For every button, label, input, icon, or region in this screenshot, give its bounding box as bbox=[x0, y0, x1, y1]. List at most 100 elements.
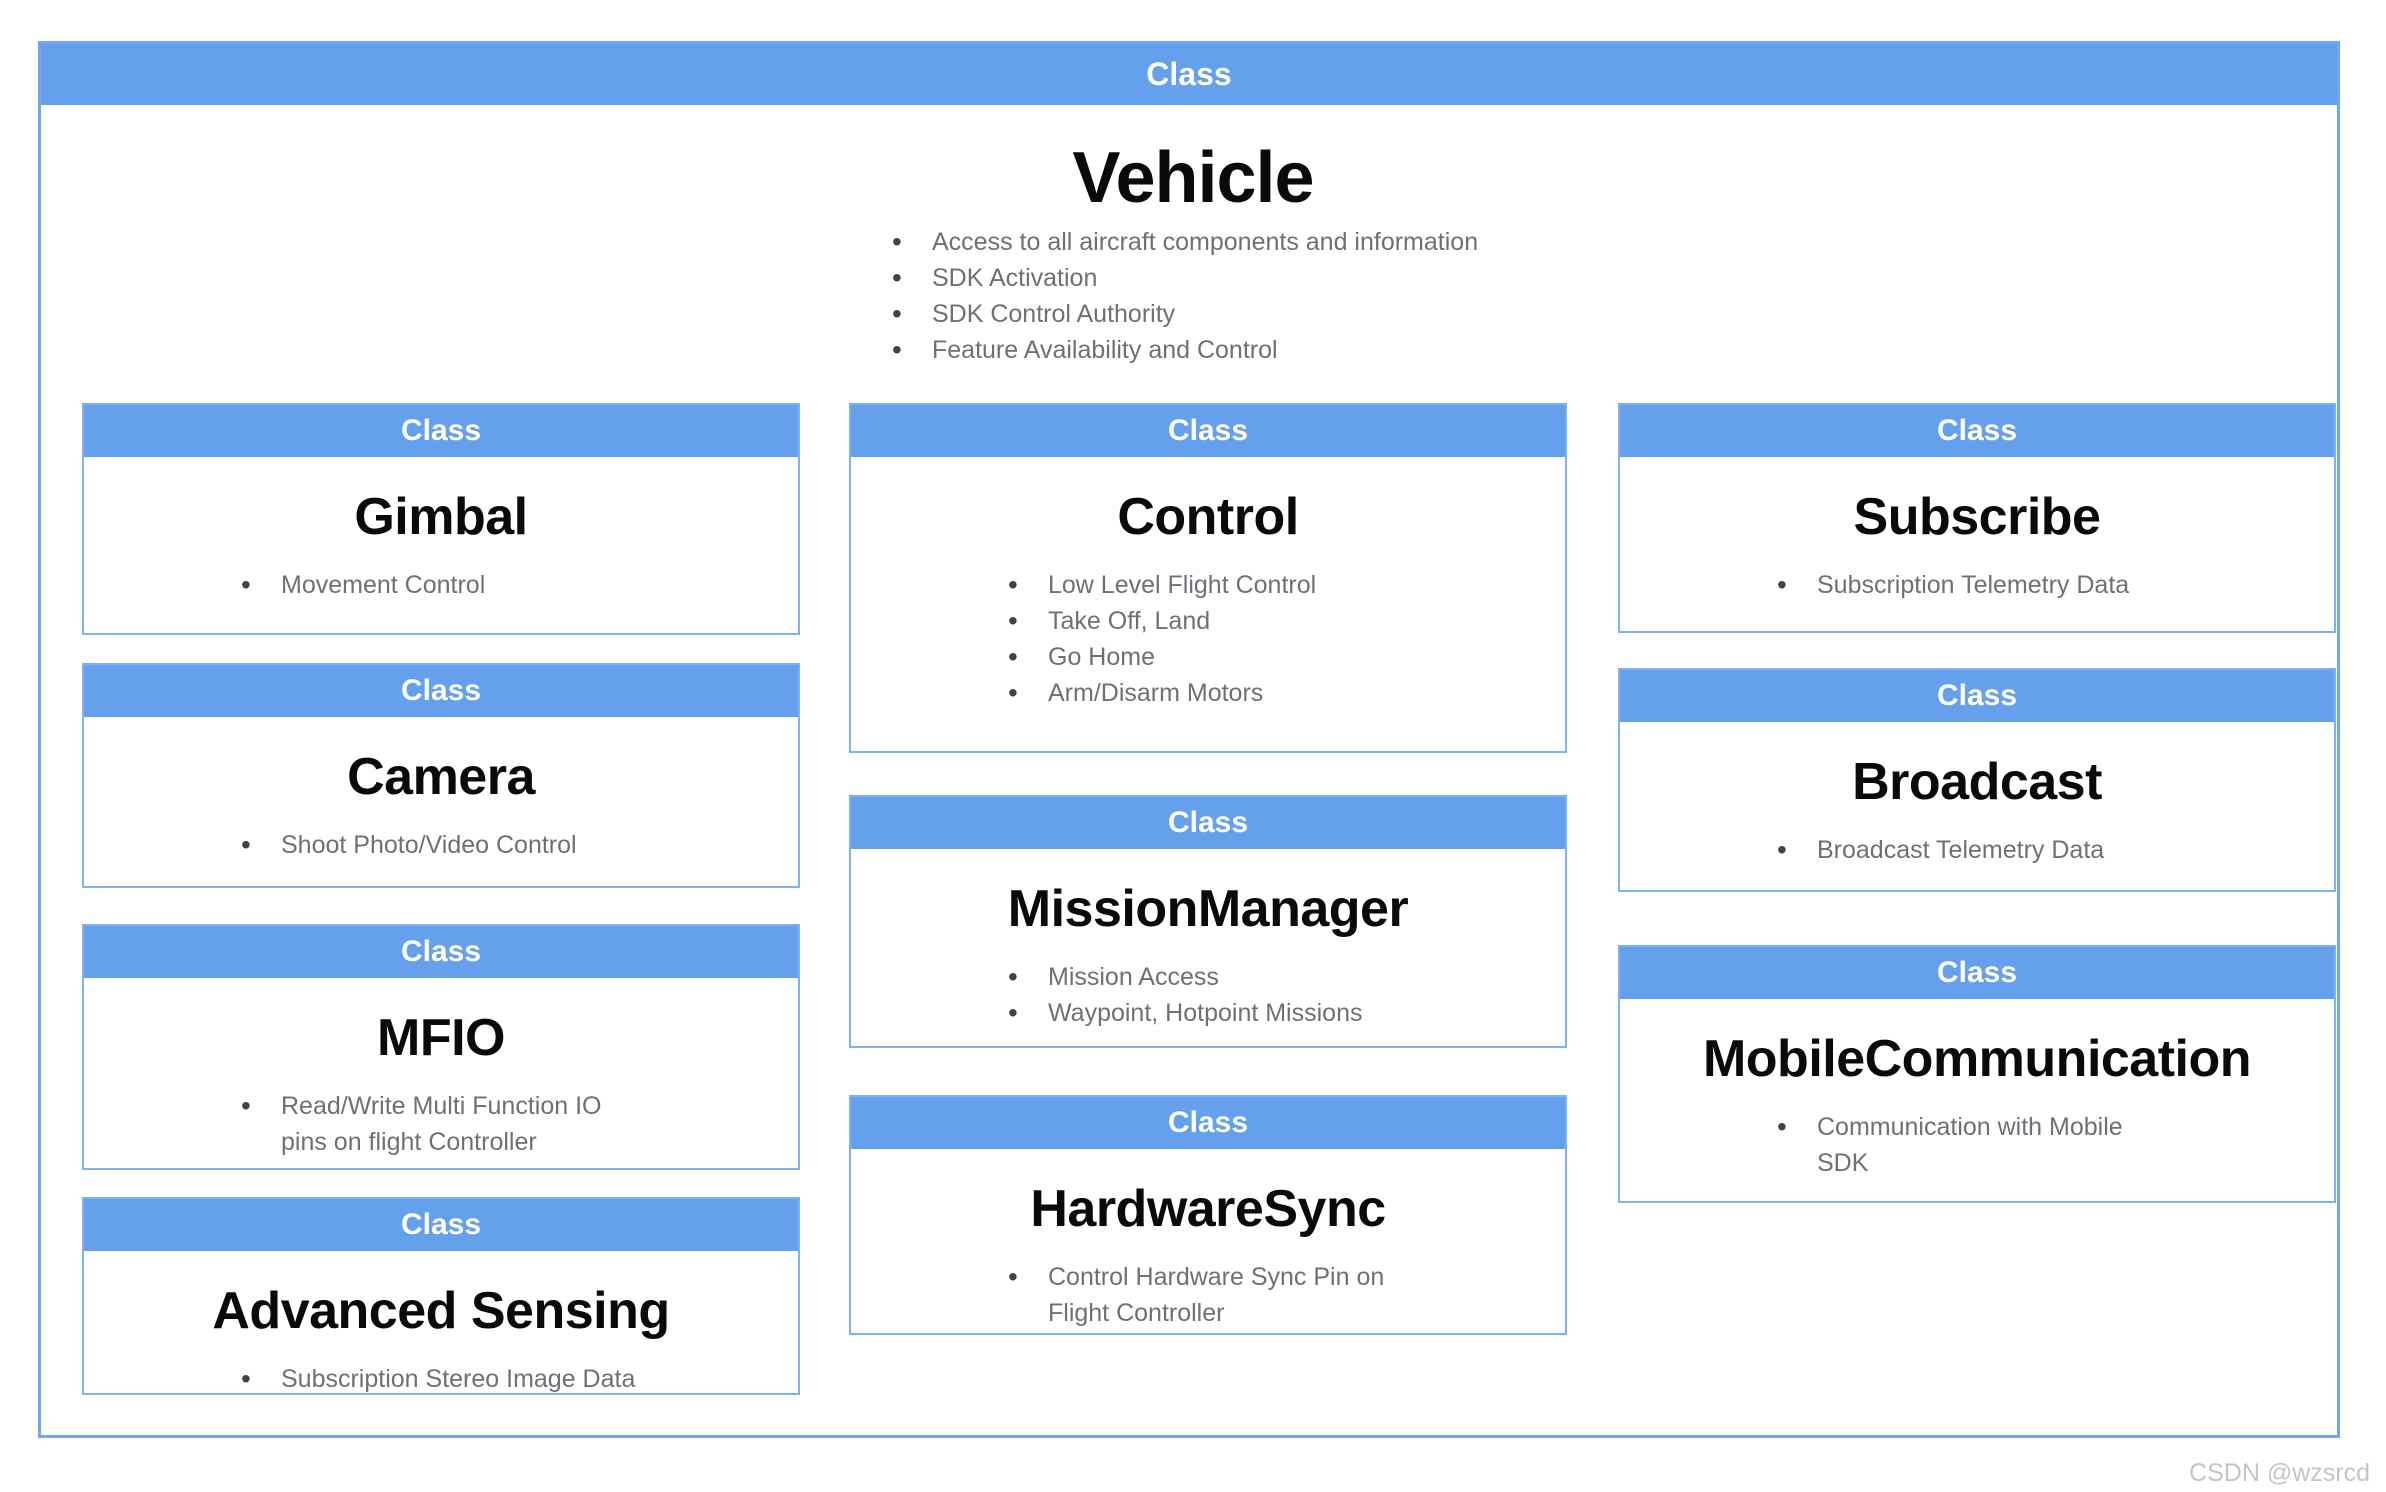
subscribe-class-body: Subscribe Subscription Telemetry Data bbox=[1620, 457, 2334, 603]
mobile-communication-class-box: Class MobileCommunication Communication … bbox=[1618, 945, 2336, 1203]
broadcast-class-box: Class Broadcast Broadcast Telemetry Data bbox=[1618, 668, 2336, 892]
bullet-dot bbox=[239, 567, 281, 603]
subscribe-class-box: Class Subscribe Subscription Telemetry D… bbox=[1618, 403, 2336, 633]
hardware-sync-class-box: Class HardwareSync Control Hardware Sync… bbox=[849, 1095, 1567, 1335]
mfio-class-header: Class bbox=[84, 926, 798, 978]
mission-manager-class-body: MissionManager Mission Access Waypoint, … bbox=[851, 849, 1565, 1031]
gimbal-bullet-list: Movement Control bbox=[239, 567, 798, 603]
bullet-item: Subscription Stereo Image Data bbox=[239, 1361, 798, 1397]
bullet-dot bbox=[1006, 675, 1048, 711]
bullet-dot bbox=[890, 260, 932, 296]
hardware-sync-bullet-list: Control Hardware Sync Pin on Flight Cont… bbox=[1006, 1259, 1565, 1331]
bullet-dot bbox=[890, 224, 932, 260]
bullet-dot bbox=[239, 1088, 281, 1124]
mobile-communication-bullet-list: Communication with Mobile SDK bbox=[1775, 1109, 2334, 1181]
bullet-item: Arm/Disarm Motors bbox=[1006, 675, 1565, 711]
bullet-item: Mission Access bbox=[1006, 959, 1565, 995]
bullet-text: Broadcast Telemetry Data bbox=[1817, 836, 2105, 864]
bullet-item: Take Off, Land bbox=[1006, 603, 1565, 639]
bullet-dot bbox=[1006, 603, 1048, 639]
bullet-text: Mission Access bbox=[1048, 963, 1219, 991]
class-header-label: Class bbox=[1167, 414, 1249, 447]
bullet-dot bbox=[1775, 832, 1817, 868]
bullet-text: SDK Control Authority bbox=[932, 300, 1176, 328]
gimbal-class-header: Class bbox=[84, 405, 798, 457]
mfio-bullet-list: Read/Write Multi Function IO pins on fli… bbox=[239, 1088, 798, 1160]
camera-class-body: Camera Shoot Photo/Video Control bbox=[84, 717, 798, 863]
bullet-text: Low Level Flight Control bbox=[1048, 571, 1317, 599]
advanced-sensing-bullet-list: Subscription Stereo Image Data bbox=[239, 1361, 798, 1397]
mfio-title: MFIO bbox=[377, 1009, 505, 1067]
bullet-item: Broadcast Telemetry Data bbox=[1775, 832, 2334, 868]
bullet-dot bbox=[239, 827, 281, 863]
bullet-item: Read/Write Multi Function IO pins on fli… bbox=[239, 1088, 798, 1160]
bullet-text: Subscription Stereo Image Data bbox=[281, 1365, 636, 1393]
bullet-text: Communication with Mobile SDK bbox=[1817, 1113, 2123, 1177]
control-class-box: Class Control Low Level Flight Control T… bbox=[849, 403, 1567, 753]
class-header-label: Class bbox=[1936, 414, 2018, 447]
control-class-header: Class bbox=[851, 405, 1565, 457]
vehicle-title: Vehicle bbox=[1072, 138, 1314, 218]
hardware-sync-class-header: Class bbox=[851, 1097, 1565, 1149]
camera-title: Camera bbox=[347, 748, 535, 806]
bullet-item: Movement Control bbox=[239, 567, 798, 603]
camera-class-box: Class Camera Shoot Photo/Video Control bbox=[82, 663, 800, 888]
class-header-label: Class bbox=[1936, 956, 2018, 989]
vehicle-class-header: Class bbox=[41, 44, 2337, 105]
class-header-label: Class bbox=[400, 414, 482, 447]
class-header-label: Class bbox=[1167, 1106, 1249, 1139]
bullet-item: Control Hardware Sync Pin on Flight Cont… bbox=[1006, 1259, 1565, 1331]
bullet-dot bbox=[1006, 639, 1048, 675]
bullet-text: Shoot Photo/Video Control bbox=[281, 831, 577, 859]
bullet-dot bbox=[1006, 995, 1048, 1031]
camera-bullet-list: Shoot Photo/Video Control bbox=[239, 827, 798, 863]
subscribe-title: Subscribe bbox=[1853, 488, 2101, 546]
broadcast-title: Broadcast bbox=[1852, 753, 2102, 811]
bullet-text: Waypoint, Hotpoint Missions bbox=[1048, 999, 1363, 1027]
bullet-dot bbox=[1775, 567, 1817, 603]
advanced-sensing-title: Advanced Sensing bbox=[212, 1282, 670, 1340]
control-class-body: Control Low Level Flight Control Take Of… bbox=[851, 457, 1565, 711]
bullet-dot bbox=[1006, 959, 1048, 995]
vehicle-bullet-list: Access to all aircraft components and in… bbox=[890, 224, 1670, 368]
bullet-text: Subscription Telemetry Data bbox=[1817, 571, 2130, 599]
bullet-item: Low Level Flight Control bbox=[1006, 567, 1565, 603]
gimbal-class-box: Class Gimbal Movement Control bbox=[82, 403, 800, 635]
control-title: Control bbox=[1117, 488, 1299, 546]
advanced-sensing-class-body: Advanced Sensing Subscription Stereo Ima… bbox=[84, 1251, 798, 1397]
bullet-text: Take Off, Land bbox=[1048, 607, 1211, 635]
camera-class-header: Class bbox=[84, 665, 798, 717]
vehicle-class-header-label: Class bbox=[1146, 56, 1232, 92]
broadcast-bullet-list: Broadcast Telemetry Data bbox=[1775, 832, 2334, 868]
bullet-text: Feature Availability and Control bbox=[932, 336, 1278, 364]
bullet-item: Subscription Telemetry Data bbox=[1775, 567, 2334, 603]
bullet-dot bbox=[1006, 567, 1048, 603]
bullet-text: Movement Control bbox=[281, 571, 486, 599]
class-header-label: Class bbox=[400, 935, 482, 968]
hardware-sync-class-body: HardwareSync Control Hardware Sync Pin o… bbox=[851, 1149, 1565, 1331]
bullet-item: Shoot Photo/Video Control bbox=[239, 827, 798, 863]
advanced-sensing-class-box: Class Advanced Sensing Subscription Ster… bbox=[82, 1197, 800, 1395]
mfio-class-box: Class MFIO Read/Write Multi Function IO … bbox=[82, 924, 800, 1170]
class-header-label: Class bbox=[1167, 806, 1249, 839]
bullet-dot bbox=[890, 296, 932, 332]
subscribe-class-header: Class bbox=[1620, 405, 2334, 457]
class-header-label: Class bbox=[400, 674, 482, 707]
bullet-text: Read/Write Multi Function IO pins on fli… bbox=[281, 1092, 602, 1156]
gimbal-title: Gimbal bbox=[354, 488, 528, 546]
bullet-item: Access to all aircraft components and in… bbox=[890, 224, 1670, 260]
advanced-sensing-class-header: Class bbox=[84, 1199, 798, 1251]
bullet-item: Waypoint, Hotpoint Missions bbox=[1006, 995, 1565, 1031]
mfio-class-body: MFIO Read/Write Multi Function IO pins o… bbox=[84, 978, 798, 1160]
mobile-communication-class-header: Class bbox=[1620, 947, 2334, 999]
bullet-item: Go Home bbox=[1006, 639, 1565, 675]
bullet-dot bbox=[890, 332, 932, 368]
class-header-label: Class bbox=[400, 1208, 482, 1241]
bullet-item: Feature Availability and Control bbox=[890, 332, 1670, 368]
subscribe-bullet-list: Subscription Telemetry Data bbox=[1775, 567, 2334, 603]
bullet-item: SDK Control Authority bbox=[890, 296, 1670, 332]
mission-manager-title: MissionManager bbox=[1007, 880, 1409, 938]
broadcast-class-header: Class bbox=[1620, 670, 2334, 722]
bullet-text: Control Hardware Sync Pin on Flight Cont… bbox=[1048, 1263, 1385, 1327]
